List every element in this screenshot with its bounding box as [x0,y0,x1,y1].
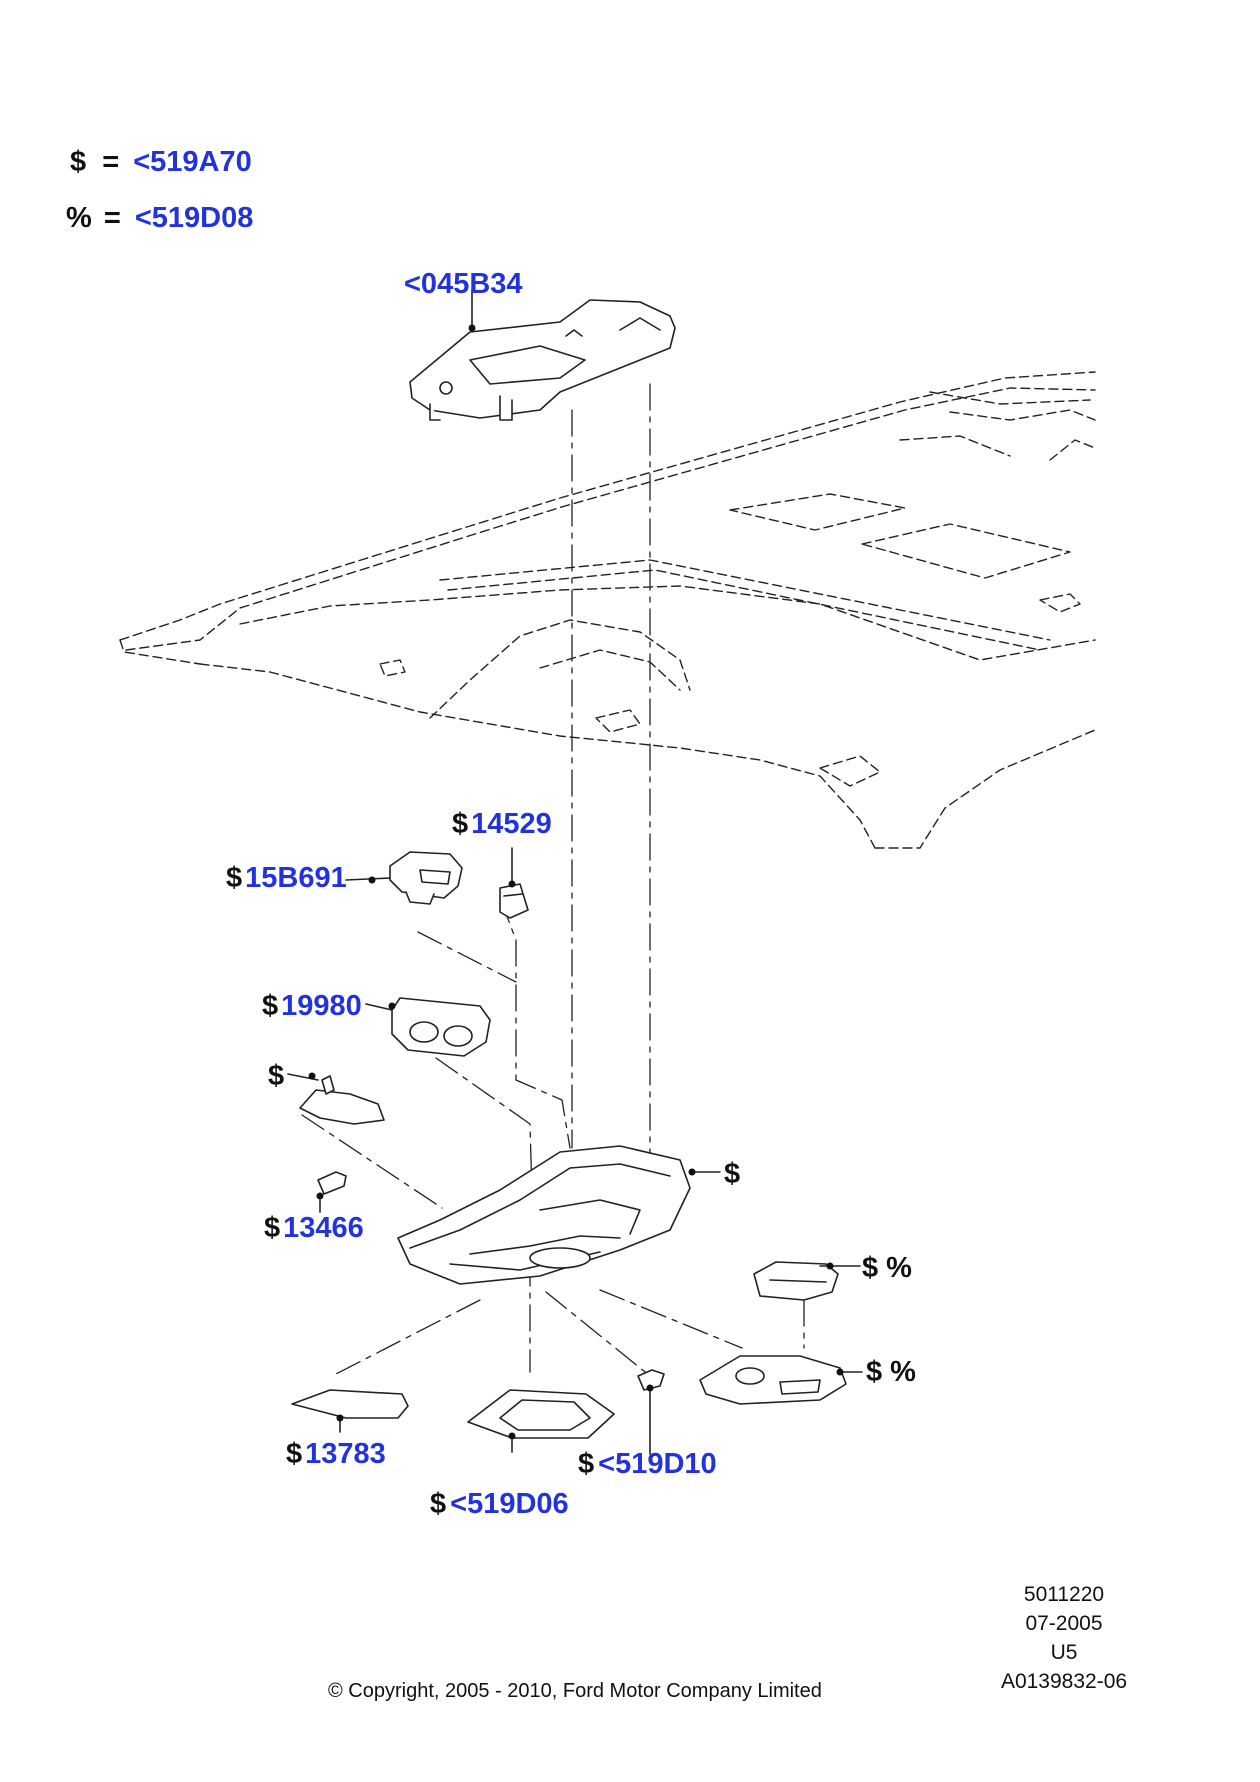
alignment-lines [301,383,805,1377]
callout-14529: $14529 [452,808,552,840]
callout-dollar-bracket: $ [268,1060,284,1092]
callout-dollar-percent-upper: $ % [862,1252,912,1284]
clip-13466 [317,1171,347,1195]
legend-row-2: % = <519D08 [66,202,253,235]
legend-equals: = [102,146,120,178]
callout-dollar-percent-lower: $ % [866,1356,916,1388]
callout-dots [308,324,844,1440]
callout-15b691: $15B691 [226,862,347,894]
legend-ref: <519A70 [133,146,252,178]
legend-ref: <519D08 [134,202,254,234]
part-number: 13466 [283,1212,364,1244]
overhead-console [397,1145,691,1285]
callout-13783: $13783 [286,1438,386,1470]
callout-dollar-console: $ [724,1158,740,1190]
symbol: $ [452,808,469,840]
headliner-outline [119,371,1096,849]
symbol: $ [286,1438,303,1470]
symbol: $ % [866,1356,916,1388]
legend-row-1: $ = <519A70 [70,146,252,179]
lens-519d06 [467,1389,615,1439]
small-bracket [299,1075,385,1125]
switch-15b691 [389,851,463,905]
part-number: 19980 [281,990,362,1022]
legend-symbol: % [66,202,92,234]
bracket-045b34 [409,299,676,421]
symbol: $ [262,990,279,1022]
diagram-code: U5 [1050,1641,1078,1664]
part-number: 13783 [305,1438,386,1470]
symbol: $ % [862,1252,912,1284]
callout-19980: $19980 [262,990,362,1022]
diagram-info: 5011220 07-2005 U5 A0139832-06 [984,1580,1144,1696]
clip-519d10 [637,1369,665,1391]
part-number: <045B34 [404,268,523,300]
diagram-reference: A0139832-06 [1000,1670,1128,1693]
part-number: 14529 [471,808,552,840]
control-bezel [699,1355,847,1405]
callout-leaders [287,289,863,1455]
lamp-19980 [391,997,491,1057]
module-upper [753,1261,839,1301]
part-number: <519D10 [598,1448,717,1480]
symbol: $ [724,1158,741,1190]
callout-13466: $13466 [264,1212,364,1244]
symbol: $ [264,1212,281,1244]
callout-519d06: $<519D06 [430,1488,569,1520]
symbol: $ [268,1060,285,1092]
callout-045b34: <045B34 [404,268,523,300]
diagram-date: 07-2005 [1025,1612,1103,1635]
part-number: 15B691 [245,862,347,894]
symbol: $ [578,1448,595,1480]
legend-symbol: $ [70,146,87,178]
diagram-number: 5011220 [1023,1583,1105,1606]
legend-equals: = [103,202,121,234]
symbol: $ [226,862,243,894]
callout-519d10: $<519D10 [578,1448,717,1480]
lens-13783 [291,1389,409,1419]
copyright-notice: © Copyright, 2005 - 2010, Ford Motor Com… [328,1680,822,1702]
part-number: <519D06 [450,1488,569,1520]
symbol: $ [430,1488,447,1520]
bulb-14529 [499,883,529,919]
